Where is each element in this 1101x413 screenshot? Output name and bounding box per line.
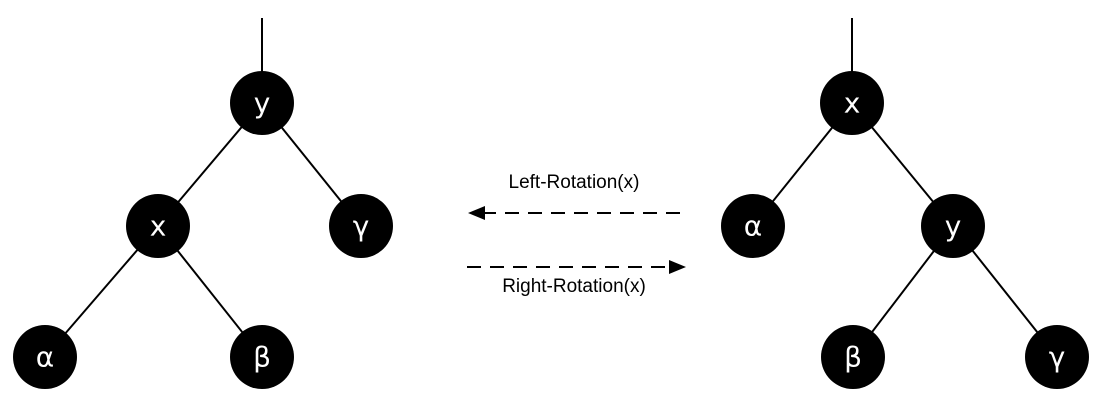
left-tree-node-y: y <box>230 71 294 135</box>
left-rotation-label: Left-Rotation(x) <box>509 172 640 193</box>
right-tree-node-x-label: x <box>844 87 861 120</box>
right-tree-node-y-label: y <box>945 210 962 243</box>
left-rotation-arrowhead <box>468 206 485 220</box>
left-tree-node-x-label: x <box>150 210 167 243</box>
right-tree-node-x: x <box>820 71 884 135</box>
left-tree-node-alpha-label: α <box>36 341 54 374</box>
right-tree: x α y β γ <box>721 18 1089 389</box>
left-tree-node-y-label: y <box>254 87 271 120</box>
right-tree-node-gamma: γ <box>1025 325 1089 389</box>
right-tree-node-alpha: α <box>721 194 785 258</box>
left-tree-node-gamma: γ <box>329 194 393 258</box>
right-rotation-arrowhead <box>669 260 686 274</box>
right-tree-node-gamma-label: γ <box>1049 341 1066 374</box>
left-tree-node-x: x <box>126 194 190 258</box>
left-tree-node-gamma-label: γ <box>353 210 370 243</box>
right-rotation-label: Right-Rotation(x) <box>502 276 646 297</box>
right-tree-node-beta-label: β <box>844 341 862 374</box>
right-tree-node-alpha-label: α <box>744 210 762 243</box>
right-tree-node-beta: β <box>821 325 885 389</box>
left-tree: y x γ α β <box>13 18 393 389</box>
left-tree-node-beta-label: β <box>253 341 271 374</box>
right-tree-node-y: y <box>921 194 985 258</box>
left-tree-node-alpha: α <box>13 325 77 389</box>
rotation-arrows: Left-Rotation(x) Right-Rotation(x) <box>467 172 686 297</box>
left-tree-node-beta: β <box>230 325 294 389</box>
